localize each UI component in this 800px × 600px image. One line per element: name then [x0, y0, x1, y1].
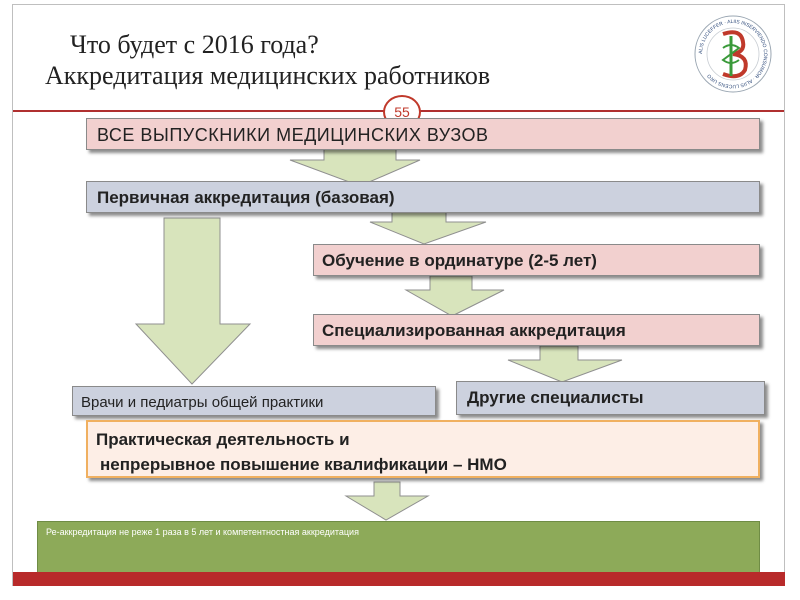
other-specialists-box: Другие специалисты: [456, 381, 765, 415]
general-practitioners-box: Врачи и педиатры общей практики: [72, 386, 436, 416]
arrow-down-to-specialized: [404, 275, 505, 317]
specialized-accreditation-box: Специализированная аккредитация: [313, 314, 760, 346]
residency-box: Обучение в ординатуре (2-5 лет): [313, 244, 760, 276]
practice-line1: Практическая деятельность и: [96, 430, 350, 449]
practice-box: Практическая деятельность и непрерывное …: [86, 420, 760, 478]
all-graduates-box: ВСЕ ВЫПУСКНИКИ МЕДИЦИНСКИХ ВУЗОВ: [86, 118, 760, 150]
bottom-accent-bar: [13, 572, 785, 586]
organization-logo-icon: ALIS LUCEFFER · ALIIS INSERVIENDO CONSUM…: [694, 15, 772, 93]
arrow-down-to-other-specialists: [507, 345, 623, 383]
practice-line2: непрерывное повышение квалификации – НМО: [100, 455, 507, 474]
arrow-down-to-general-practitioners: [134, 217, 252, 385]
slide-title-line1: Что будет с 2016 года?: [70, 30, 319, 59]
reaccreditation-box: Ре-аккредитация не реже 1 раза в 5 лет и…: [37, 521, 760, 574]
primary-accreditation-box: Первичная аккредитация (базовая): [86, 181, 760, 213]
slide-title-line2: Аккредитация медицинских работников: [45, 61, 491, 90]
arrow-down-to-reaccreditation: [344, 481, 430, 521]
